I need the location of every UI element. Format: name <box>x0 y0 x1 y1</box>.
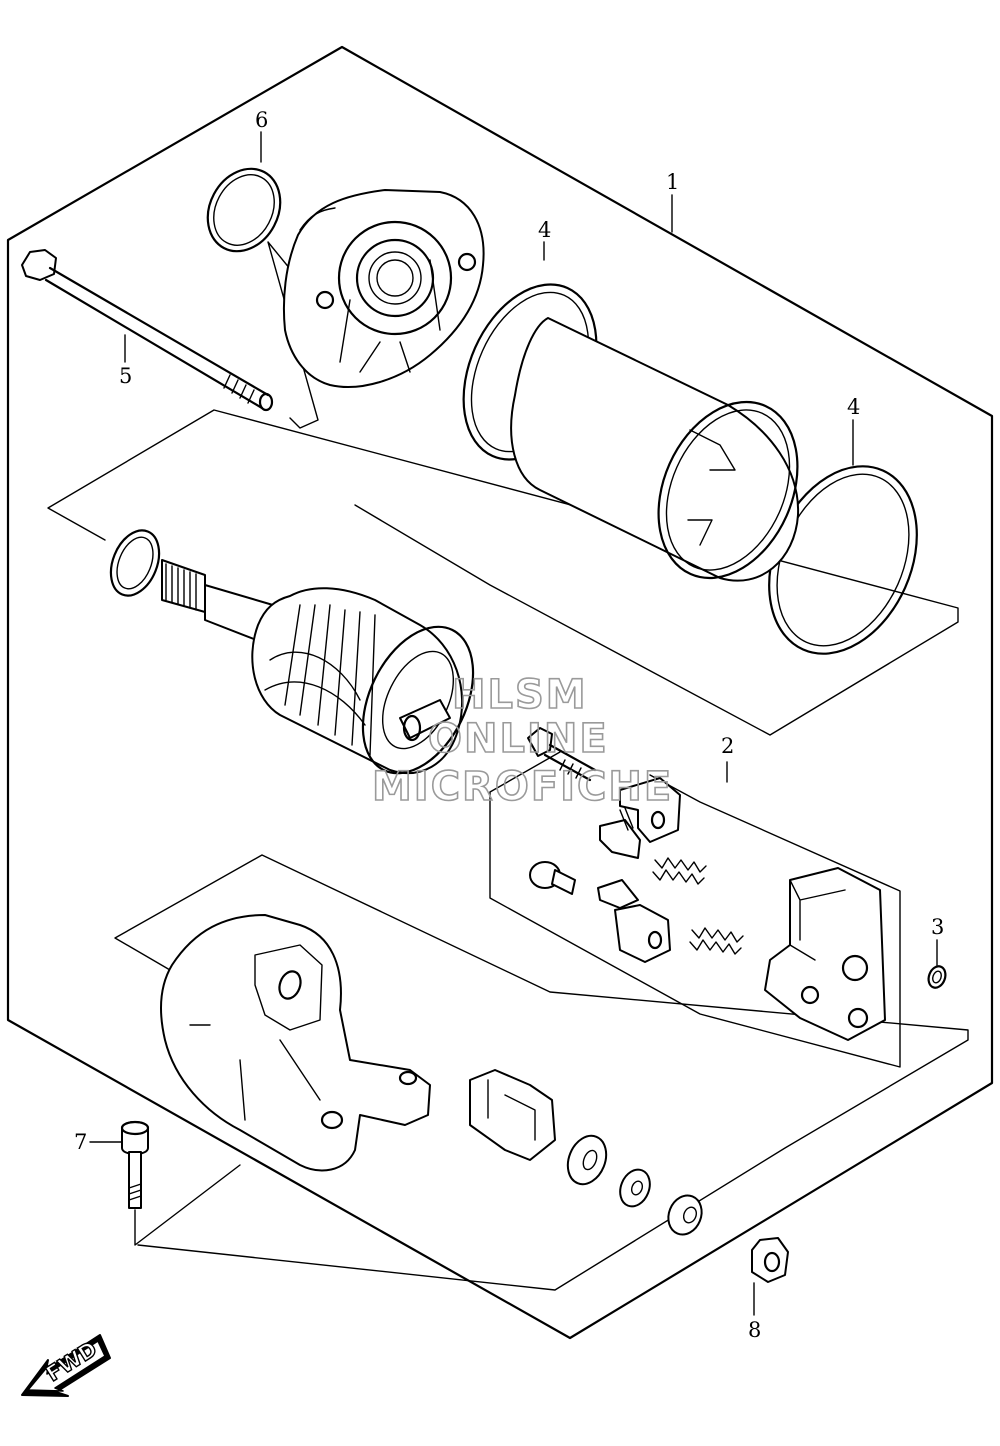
callout-1: 1 <box>666 170 679 194</box>
snap-ring[interactable] <box>102 523 168 603</box>
rear-housing-bracket[interactable] <box>160 914 431 1172</box>
callout-6: 6 <box>255 108 268 132</box>
callout-leaders <box>89 131 938 1316</box>
armature[interactable] <box>161 559 495 791</box>
front-cover[interactable] <box>267 189 485 429</box>
brush-spring-lower[interactable] <box>689 927 744 955</box>
brush-holder-screw-long[interactable] <box>527 727 597 782</box>
nut-part-8[interactable] <box>751 1237 789 1283</box>
o-ring-part-6[interactable] <box>194 156 294 264</box>
bolt-part-7[interactable] <box>120 1120 150 1209</box>
brush-upper[interactable] <box>599 777 681 859</box>
brush-spring-upper[interactable] <box>652 857 707 885</box>
watermark-line-2: ONLINE <box>428 716 609 762</box>
fwd-arrow: FWD <box>21 1334 111 1397</box>
watermark-line-3: MICROFICHE <box>372 764 673 810</box>
brush-holder-screw-short[interactable] <box>529 861 576 895</box>
callout-2: 2 <box>721 734 734 758</box>
brush-set-outline <box>489 751 901 1068</box>
housing-plane-outline <box>114 854 969 1291</box>
o-ring-part-3[interactable] <box>926 964 949 990</box>
assembly-outline <box>6 45 994 1340</box>
yoke-housing[interactable] <box>510 317 824 600</box>
callout-3: 3 <box>931 915 944 939</box>
washer-1[interactable] <box>561 1130 613 1190</box>
through-bolt-part-5[interactable] <box>21 249 274 412</box>
bushing[interactable] <box>469 1069 556 1161</box>
brush-plate[interactable] <box>764 867 886 1041</box>
nut-washer[interactable] <box>663 1190 708 1239</box>
watermark: HLSM ONLINE MICROFICHE <box>371 671 673 811</box>
callout-7: 7 <box>74 1130 87 1154</box>
brush-lower[interactable] <box>597 879 671 963</box>
callout-5: 5 <box>119 364 132 388</box>
yoke-plane-outline <box>47 409 959 736</box>
washer-2[interactable] <box>615 1165 655 1211</box>
callout-4-front: 4 <box>538 218 551 242</box>
watermark-line-1: HLSM <box>452 672 588 718</box>
callout-8: 8 <box>748 1318 761 1342</box>
callout-4-rear: 4 <box>847 395 860 419</box>
